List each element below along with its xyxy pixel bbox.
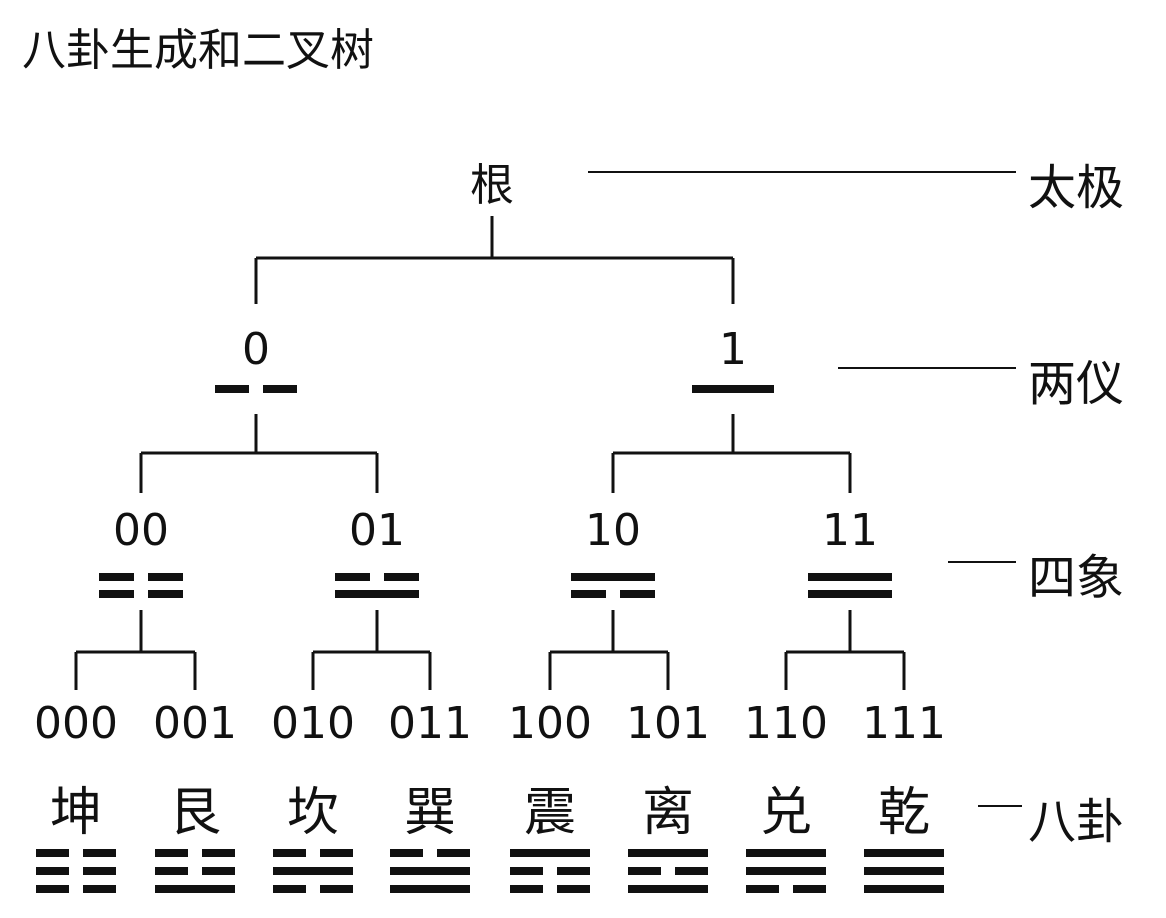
gua-name-101: 离: [642, 783, 694, 843]
xiang-code-11: 11: [822, 505, 878, 556]
diagram-title: 八卦生成和二叉树: [22, 25, 374, 76]
gua-name-110: 兑: [760, 783, 812, 843]
gua-code-100: 100: [508, 698, 592, 749]
level-label-2: 四象: [1028, 550, 1124, 606]
gua-name-001: 艮: [169, 783, 221, 843]
gua-code-011: 011: [388, 698, 472, 749]
gua-code-010: 010: [271, 698, 355, 749]
gua-code-000: 000: [34, 698, 118, 749]
gua-code-110: 110: [744, 698, 828, 749]
gua-name-100: 震: [524, 783, 576, 843]
gua-name-011: 巽: [404, 783, 456, 843]
level-label-0: 太极: [1028, 160, 1124, 216]
gua-name-111: 乾: [878, 783, 930, 843]
xiang-code-01: 01: [349, 505, 405, 556]
xiang-code-10: 10: [585, 505, 641, 556]
gua-code-111: 111: [862, 698, 946, 749]
yi-code-0: 0: [242, 324, 270, 375]
gua-code-001: 001: [153, 698, 237, 749]
gua-name-010: 坎: [287, 783, 339, 843]
xiang-code-00: 00: [113, 505, 169, 556]
level-label-1: 两仪: [1028, 356, 1124, 412]
gua-name-000: 坤: [50, 783, 102, 843]
root-label: 根: [470, 160, 514, 211]
yi-code-1: 1: [719, 324, 747, 375]
gua-code-101: 101: [626, 698, 710, 749]
level-label-3: 八卦: [1028, 794, 1124, 850]
